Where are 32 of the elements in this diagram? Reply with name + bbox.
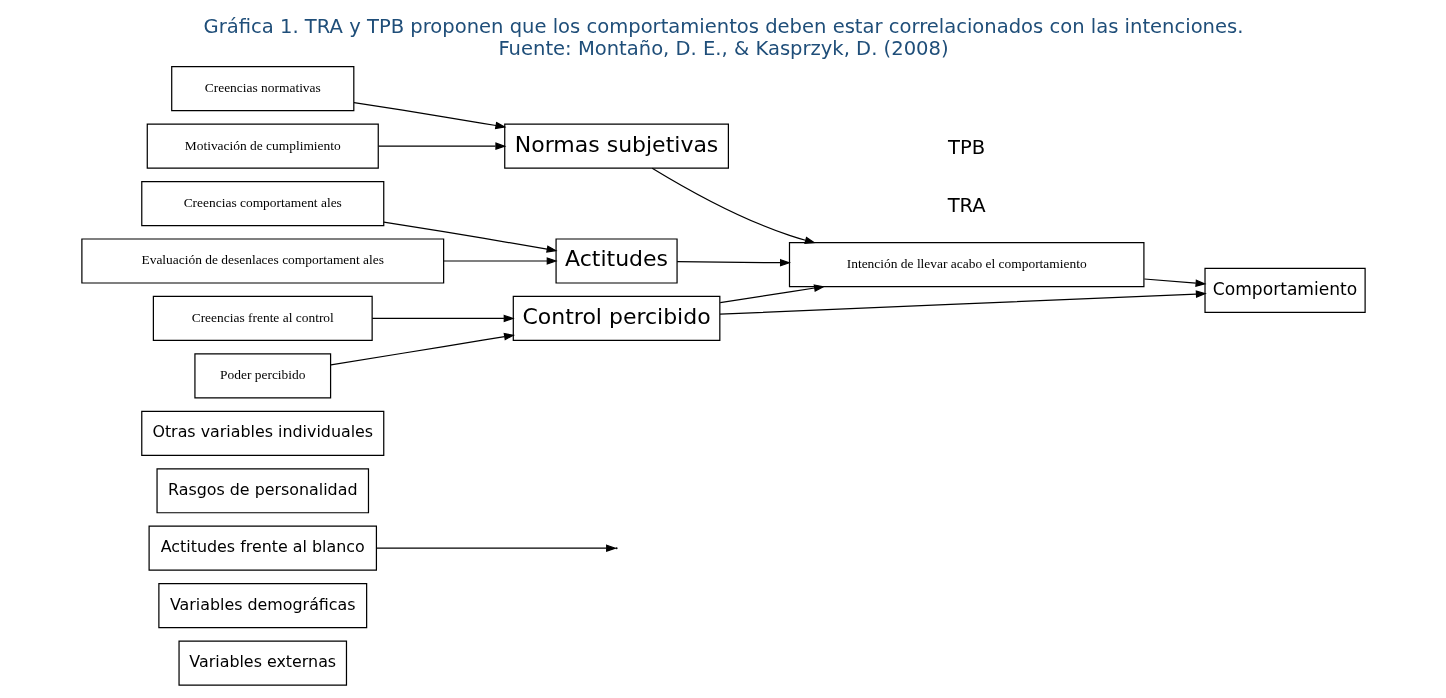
node-box: Actitudes frente al blanco [148,525,377,571]
arrow [352,101,506,130]
arrow [382,221,558,253]
label: TPB [947,136,985,160]
node-box: Rasgos de personalidad [155,468,369,514]
arrow [1143,278,1206,287]
caption: Fuente: Montaño, D. E., & Kasprzyk, D. (2008) [497,37,949,61]
node-box: Motivación de cumplimiento [146,123,379,169]
node-box: Intención de llevar acabo el comportamiento [788,242,1144,288]
node-box: Creencias normativas [170,66,354,112]
node-box: Actitudes [554,238,678,284]
arrow [651,167,816,244]
arrow [329,332,515,366]
arrow [375,544,617,553]
arrow [371,314,515,323]
arrow [442,257,558,265]
node-box: Poder percibido [193,353,331,399]
diagram-title: Gráfica 1. TRA y TPB proponen que los comportamientos deben estar correlacionados con las intenciones. [203,15,1243,39]
arrow [377,142,506,150]
node-box: Comportamiento [1203,267,1366,313]
node-box: Control percibido [512,295,720,342]
node-box: Otras variables individuales [140,410,384,456]
node-box: Creencias frente al control [152,295,373,342]
node-box: Creencias comportament ales [140,180,384,227]
arrow [718,290,1207,315]
arrow [676,258,791,267]
node-box: Variables demográficas [157,583,367,629]
node-box: Variables externas [177,640,347,686]
node-box: Normas subjetivas [503,123,729,169]
label: TRA [947,193,986,217]
node-box: Evaluación de desenlaces comportament ales [80,238,444,284]
arrow [719,284,825,304]
